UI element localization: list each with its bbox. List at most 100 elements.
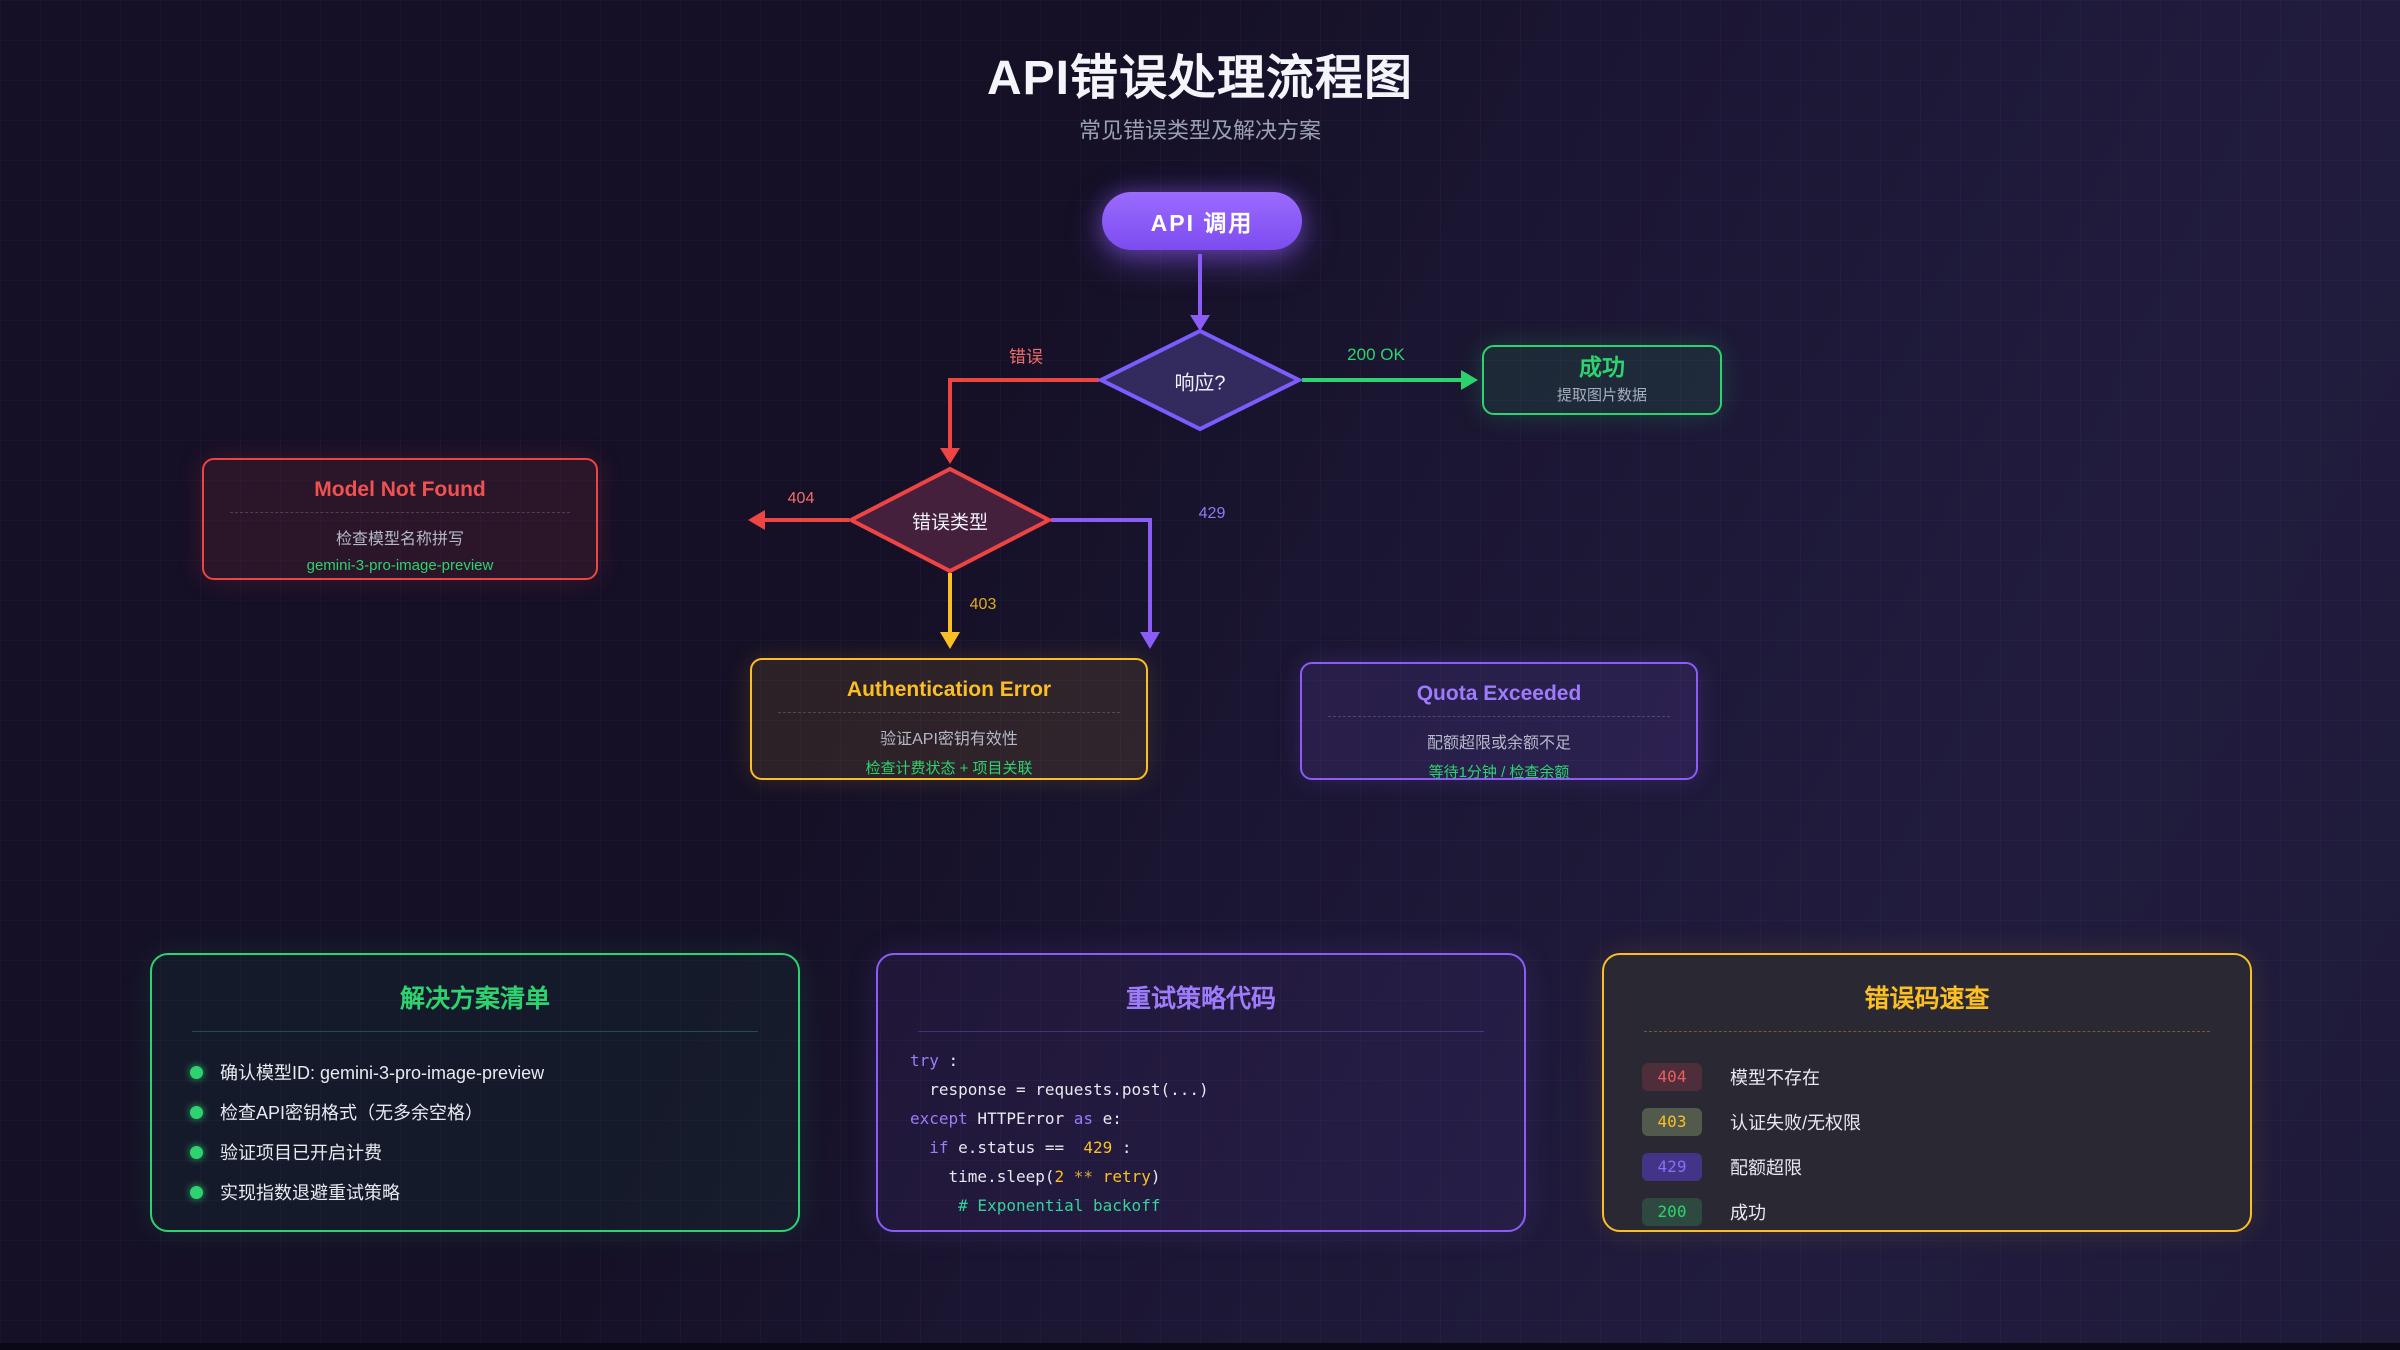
code-token: as — [1073, 1109, 1094, 1128]
code-line: time.sleep(2 ** retry) — [910, 1162, 1524, 1191]
error-codes-card: 错误码速查 404 模型不存在 403 认证失败/无权限 429 配额超限 200 成功 — [1602, 953, 2252, 1232]
solutions-card-title: 解决方案清单 — [399, 985, 550, 1013]
solutions-card: 解决方案清单 确认模型ID: gemini-3-pro-image-previe… — [150, 953, 800, 1232]
page-title: API错误处理流程图 — [986, 52, 1414, 105]
error-code-list: 404 模型不存在 403 认证失败/无权限 429 配额超限 200 成功 — [1642, 1054, 2250, 1234]
arrowhead-429 — [1140, 632, 1160, 649]
divider — [1328, 716, 1670, 717]
retry-code-card-title: 重试策略代码 — [1125, 985, 1276, 1013]
code-token: response = requests.post(...) — [910, 1080, 1209, 1099]
status-code-description: 成功 — [1730, 1202, 1766, 1223]
model-not-found-title: Model Not Found — [314, 478, 486, 501]
edge-label-404: 404 — [787, 490, 815, 507]
status-code-badge: 200 — [1642, 1197, 1702, 1226]
code-token: 2 — [1054, 1167, 1065, 1186]
code-token — [1093, 1167, 1103, 1186]
code-token: except — [910, 1109, 968, 1128]
status-code-description: 认证失败/无权限 — [1730, 1112, 1862, 1133]
code-token: if — [929, 1138, 949, 1157]
code-token: : — [938, 1051, 959, 1070]
code-token: # Exponential backoff — [910, 1196, 1161, 1215]
solution-item: 检查API密钥格式（无多余空格） — [190, 1092, 798, 1132]
arrowhead-404 — [748, 510, 765, 530]
solution-item-text: 检查API密钥格式（无多余空格） — [220, 1103, 484, 1123]
solution-item: 验证项目已开启计费 — [190, 1132, 798, 1172]
code-token: e.status == — [948, 1138, 1084, 1157]
bullet-dot-icon — [190, 1185, 203, 1199]
auth-error-hint: 验证API密钥有效性 — [880, 731, 1018, 748]
edge-label-200-ok: 200 OK — [1347, 345, 1405, 364]
edge-label-403: 403 — [969, 596, 997, 613]
model-not-found-model-id: gemini-3-pro-image-preview — [306, 557, 494, 574]
start-node: API 调用 — [1102, 192, 1302, 250]
code-line: if e.status == 429 : — [910, 1133, 1524, 1162]
error-code-row: 429 配额超限 — [1642, 1144, 2250, 1189]
code-token: ** — [1073, 1167, 1094, 1186]
code-line: # Exponential backoff — [910, 1191, 1524, 1220]
divider — [230, 512, 570, 513]
arrowhead-response-to-success — [1461, 370, 1478, 390]
model-not-found-hint: 检查模型名称拼写 — [335, 531, 464, 548]
solution-item: 确认模型ID: gemini-3-pro-image-preview — [190, 1052, 798, 1092]
status-code-badge: 429 — [1642, 1152, 1702, 1181]
solution-item-text: 验证项目已开启计费 — [220, 1143, 382, 1163]
status-code-badge: 403 — [1642, 1107, 1702, 1136]
status-code-badge: 404 — [1642, 1062, 1702, 1091]
bottom-edge-strip — [0, 1343, 2400, 1350]
code-token — [910, 1138, 929, 1157]
code-block: try : response = requests.post(...) excep… — [910, 1046, 1524, 1220]
code-line: try : — [910, 1046, 1524, 1075]
edge-label-429: 429 — [1198, 505, 1226, 522]
auth-error-title: Authentication Error — [846, 678, 1052, 701]
success-box: 成功 提取图片数据 — [1482, 345, 1722, 415]
divider — [1644, 1031, 2210, 1032]
arrowhead-response-to-error-type — [940, 448, 960, 464]
code-token: ) — [1150, 1167, 1161, 1186]
code-line: response = requests.post(...) — [910, 1075, 1524, 1104]
auth-error-box: Authentication Error 验证API密钥有效性 检查计费状态 +… — [750, 658, 1148, 780]
divider — [918, 1031, 1484, 1032]
bullet-dot-icon — [190, 1105, 203, 1119]
solution-item-text: 实现指数退避重试策略 — [220, 1183, 400, 1203]
page-subtitle: 常见错误类型及解决方案 — [1078, 118, 1321, 143]
error-type-diamond-label: 错误类型 — [911, 512, 989, 534]
solution-item-text: 确认模型ID: gemini-3-pro-image-preview — [220, 1063, 545, 1083]
success-title: 成功 — [1579, 354, 1625, 381]
edge-label-error: 错误 — [1009, 347, 1043, 367]
code-line: except HTTPError as e: — [910, 1104, 1524, 1133]
code-token: 429 — [1083, 1138, 1113, 1157]
code-token: : — [1112, 1138, 1132, 1157]
divider — [192, 1031, 758, 1032]
quota-exceeded-action: 等待1分钟 / 检查余额 — [1428, 764, 1570, 781]
bullet-dot-icon — [190, 1145, 203, 1159]
code-token: time.sleep( — [910, 1167, 1055, 1186]
start-node-label: API 调用 — [1150, 210, 1254, 236]
code-token: retry — [1102, 1167, 1151, 1186]
model-not-found-box: Model Not Found 检查模型名称拼写 gemini-3-pro-im… — [202, 458, 598, 580]
status-code-description: 配额超限 — [1730, 1157, 1802, 1178]
error-code-row: 200 成功 — [1642, 1189, 2250, 1234]
arrowhead-start-to-response — [1190, 315, 1210, 331]
retry-code-card: 重试策略代码 try : response = requests.post(..… — [876, 953, 1526, 1232]
arrowhead-403 — [940, 632, 960, 649]
error-codes-card-title: 错误码速查 — [1864, 985, 1990, 1013]
bullet-dot-icon — [190, 1065, 203, 1079]
solution-list: 确认模型ID: gemini-3-pro-image-preview 检查API密… — [190, 1052, 798, 1212]
error-code-row: 404 模型不存在 — [1642, 1054, 2250, 1099]
quota-exceeded-hint: 配额超限或余额不足 — [1426, 735, 1571, 752]
divider — [778, 712, 1120, 713]
response-diamond-label: 响应? — [1174, 372, 1226, 395]
error-code-row: 403 认证失败/无权限 — [1642, 1099, 2250, 1144]
code-token — [1064, 1167, 1074, 1186]
edge-429 — [1051, 518, 1152, 633]
success-subtitle: 提取图片数据 — [1556, 386, 1647, 404]
edge-response-to-error-type — [948, 378, 1099, 449]
auth-error-action: 检查计费状态 + 项目关联 — [865, 760, 1033, 777]
quota-exceeded-title: Quota Exceeded — [1416, 682, 1582, 705]
code-token: try — [910, 1051, 939, 1070]
status-code-description: 模型不存在 — [1730, 1067, 1820, 1088]
code-token: HTTPError — [967, 1109, 1074, 1128]
code-token: e: — [1093, 1109, 1122, 1128]
solution-item: 实现指数退避重试策略 — [190, 1172, 798, 1212]
